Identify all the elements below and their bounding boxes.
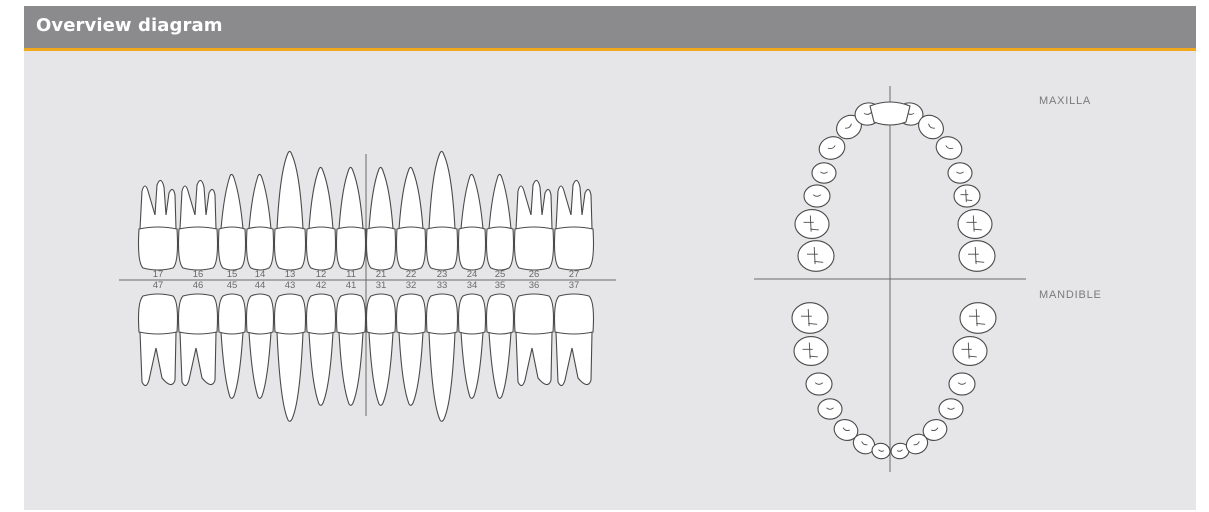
upper-tooth-23: [427, 151, 458, 270]
arch-upper-tooth-26: [958, 210, 992, 239]
lower-tooth-46: [179, 294, 218, 386]
tooth-number-13: 13: [285, 269, 296, 280]
tooth-number-34: 34: [467, 280, 478, 291]
tooth-number-45: 45: [227, 280, 238, 291]
tooth-number-15: 15: [227, 269, 238, 280]
lower-tooth-34: [459, 294, 486, 398]
tooth-number-41: 41: [346, 280, 357, 291]
upper-tooth-14: [247, 174, 274, 270]
side-view-diagram: 17 16 15 14 13 12 11 21 22 23 24 25 26 27 47 46 45 44 43 42…: [119, 151, 616, 421]
tooth-number-44: 44: [255, 280, 266, 291]
tooth-number-17: 17: [153, 269, 164, 280]
lower-tooth-37: [555, 294, 594, 386]
tooth-number-46: 46: [193, 280, 204, 291]
lower-tooth-42: [307, 294, 336, 405]
upper-tooth-21: [367, 167, 396, 270]
lower-tooth-32: [397, 294, 426, 405]
arch-lower-tooth-46: [794, 337, 828, 366]
tooth-number-21: 21: [376, 269, 387, 280]
arch-lower-tooth-45: [806, 373, 832, 395]
upper-tooth-26: [515, 180, 554, 270]
upper-tooth-16: [179, 180, 218, 270]
upper-tooth-11: [337, 167, 366, 270]
tooth-number-16: 16: [193, 269, 204, 280]
lower-tooth-33: [427, 294, 458, 421]
tooth-number-32: 32: [406, 280, 417, 291]
tooth-number-33: 33: [437, 280, 448, 291]
occlusal-arch-diagram: [754, 86, 1026, 472]
lower-tooth-43: [275, 294, 306, 421]
dental-diagram: 17 16 15 14 13 12 11 21 22 23 24 25 26 27 47 46 45 44 43 42…: [24, 6, 1196, 510]
tooth-number-22: 22: [406, 269, 417, 280]
lower-tooth-35: [487, 294, 514, 398]
arch-lower-tooth-36: [953, 337, 987, 366]
arch-lower-tooth-47: [792, 303, 828, 334]
lower-tooth-41: [337, 294, 366, 405]
arch-upper-tooth-25: [954, 185, 980, 207]
arch-lower-tooth-34: [939, 399, 963, 419]
tooth-number-35: 35: [495, 280, 506, 291]
tooth-number-42: 42: [316, 280, 327, 291]
upper-tooth-24: [459, 174, 486, 270]
tooth-number-11: 11: [346, 269, 356, 280]
lower-tooth-31: [367, 294, 396, 405]
upper-tooth-13: [275, 151, 306, 270]
tooth-number-23: 23: [437, 269, 448, 280]
arch-upper-tooth-15: [804, 185, 830, 207]
tooth-number-24: 24: [467, 269, 478, 280]
tooth-number-27: 27: [569, 269, 580, 280]
upper-tooth-22: [397, 167, 426, 270]
tooth-number-47: 47: [153, 280, 164, 291]
tooth-number-25: 25: [495, 269, 506, 280]
arch-lower-tooth-35: [949, 373, 975, 395]
arch-upper-tooth-17: [798, 241, 834, 272]
arch-upper-tooth-16: [795, 210, 829, 239]
tooth-number-26: 26: [529, 269, 540, 280]
arch-lower-tooth-44: [818, 399, 842, 419]
arch-upper-tooth-14: [812, 163, 836, 183]
tooth-number-12: 12: [316, 269, 327, 280]
arch-upper-incisor-pair: [870, 102, 910, 125]
upper-tooth-25: [487, 174, 514, 270]
arch-lower-tooth-37: [960, 303, 996, 334]
lower-tooth-47: [139, 294, 178, 386]
lower-tooth-45: [219, 294, 246, 398]
upper-tooth-15: [219, 174, 246, 270]
upper-tooth-17: [139, 180, 178, 270]
lower-tooth-36: [515, 294, 554, 386]
arch-upper-tooth-27: [959, 241, 995, 272]
upper-tooth-27: [555, 180, 594, 270]
tooth-number-43: 43: [285, 280, 296, 291]
tooth-number-37: 37: [569, 280, 580, 291]
upper-tooth-12: [307, 167, 336, 270]
tooth-number-31: 31: [376, 280, 387, 291]
tooth-number-14: 14: [255, 269, 266, 280]
arch-upper-tooth-24: [948, 163, 972, 183]
lower-tooth-44: [247, 294, 274, 398]
tooth-number-36: 36: [529, 280, 540, 291]
